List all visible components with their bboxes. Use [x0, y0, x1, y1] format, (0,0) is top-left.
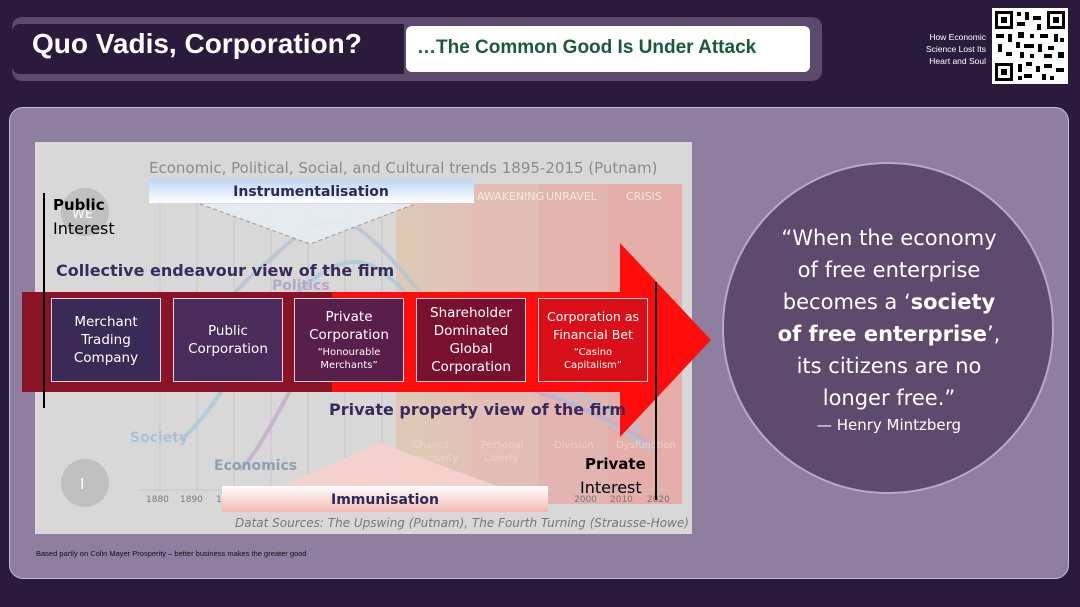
quote-attribution: — Henry Mintzberg [816, 416, 962, 434]
instrumentalisation-outline [199, 203, 416, 245]
we-label: WE [72, 207, 93, 222]
instrumentalisation-label: Instrumentalisation [233, 184, 389, 200]
subtitle-box [406, 26, 810, 72]
mintzberg-quote: “When the economy of free enterprise bec… [758, 222, 1020, 414]
public-interest-label: Interest [53, 219, 115, 238]
quote-line: becomes a ‘society [758, 286, 1020, 318]
stage-line: Corporation [309, 327, 389, 343]
qr-code-graphic [995, 11, 1065, 81]
stage-line: Shareholder [430, 305, 512, 321]
immunisation-banner [222, 486, 548, 512]
footnote: Based partly on Colin Mayer Prosperity –… [36, 549, 307, 558]
quote-line: longer free.” [822, 386, 956, 410]
immunisation-wedge [280, 443, 500, 487]
year-tick: 2020 [647, 495, 670, 505]
title-background [12, 24, 404, 74]
stage-line: Company [73, 350, 139, 366]
quote-fragment: becomes a ‘ [782, 290, 911, 314]
society-label: Society [130, 430, 188, 446]
slide-title: Quo Vadis, Corporation? [32, 28, 362, 59]
public-label: Public [53, 196, 105, 214]
stage-line: Corporation [431, 359, 511, 375]
private-interest-label: Interest [580, 478, 642, 497]
stage-shareholder-global-corporation: Shareholder Dominated Global Corporation [416, 298, 526, 382]
quote-emphasis: society [910, 290, 996, 314]
dysfunction-label: Dysfunction [616, 440, 676, 451]
book-title: How Economic Science Lost Its Heart and … [878, 31, 986, 67]
collective-view-label: Collective endeavour view of the firm [56, 261, 394, 280]
book-title-line1: How Economic [929, 32, 986, 42]
book-title-line2: Science Lost Its [925, 44, 986, 54]
stage-line: Corporation [188, 341, 268, 357]
stage-corporation-financial-bet: Corporation as Financial Bet “Casino Cap… [538, 298, 648, 382]
data-sources: Datat Sources: The Upswing (Putnam), The… [235, 516, 689, 530]
awakening-label: AWAKENING [477, 190, 544, 203]
stage-line: Global [449, 341, 493, 357]
stage-line: Merchant [74, 314, 138, 330]
stage-line: Public [208, 323, 248, 339]
instrumentalisation-banner [149, 179, 474, 203]
quote-line: of free enterprise’, [758, 318, 1020, 350]
quote-emphasis: of free enterprise [777, 322, 987, 346]
stage-public-corporation: Public Corporation [173, 298, 283, 382]
stage-subline: “Honourable [317, 347, 381, 358]
i-circle [61, 459, 109, 507]
quote-line: “When the economy [781, 226, 997, 250]
stage-subline: Merchants” [320, 360, 378, 371]
qr-code[interactable] [992, 8, 1068, 84]
stage-subline: Capitalism” [564, 360, 622, 371]
slide-subtitle: …The Common Good Is Under Attack [417, 37, 757, 58]
politics-label: Politics [272, 278, 330, 294]
quote-fragment: ’, [986, 322, 1001, 346]
stage-private-corporation: Private Corporation “Honourable Merchant… [294, 298, 404, 382]
year-tick: 19 [216, 495, 228, 505]
private-label: Private [585, 455, 646, 473]
stage-line: Trading [81, 332, 131, 348]
year-tick: 2010 [610, 495, 633, 505]
stage-merchant-trading-company: Merchant Trading Company [51, 298, 161, 382]
crisis-label: CRISIS [626, 190, 662, 203]
stage-line: Private [325, 309, 373, 325]
year-tick: 1880 [146, 495, 169, 505]
shared-label: Shared [413, 440, 448, 451]
chart-title: Economic, Political, Social, and Cultura… [149, 159, 657, 177]
personal-label: Personal [481, 440, 524, 451]
quote-line: of free enterprise [797, 258, 981, 282]
liberty-label: Liberty [484, 453, 519, 464]
private-view-label: Private property view of the firm [329, 400, 626, 419]
immunisation-label: Immunisation [331, 492, 439, 508]
economics-label: Economics [214, 458, 297, 474]
year-tick: 2000 [574, 495, 597, 505]
book-title-line3: Heart and Soul [929, 56, 986, 66]
prosperity-label: Prosperity [408, 453, 458, 464]
stage-line: Corporation as [547, 309, 639, 324]
stage-subline: “Casino [573, 347, 613, 358]
instrumentalisation-wedge [200, 204, 415, 244]
year-tick: 1890 [180, 495, 203, 505]
i-label: I [80, 475, 84, 493]
unravel-label: UNRAVEL [546, 190, 598, 203]
stage-line: Dominated [433, 323, 509, 339]
we-circle [61, 188, 109, 236]
quote-circle [722, 162, 1054, 494]
quote-line: its citizens are no [796, 354, 982, 378]
stage-line: Financial Bet [553, 327, 633, 342]
division-label: Division [554, 440, 594, 451]
